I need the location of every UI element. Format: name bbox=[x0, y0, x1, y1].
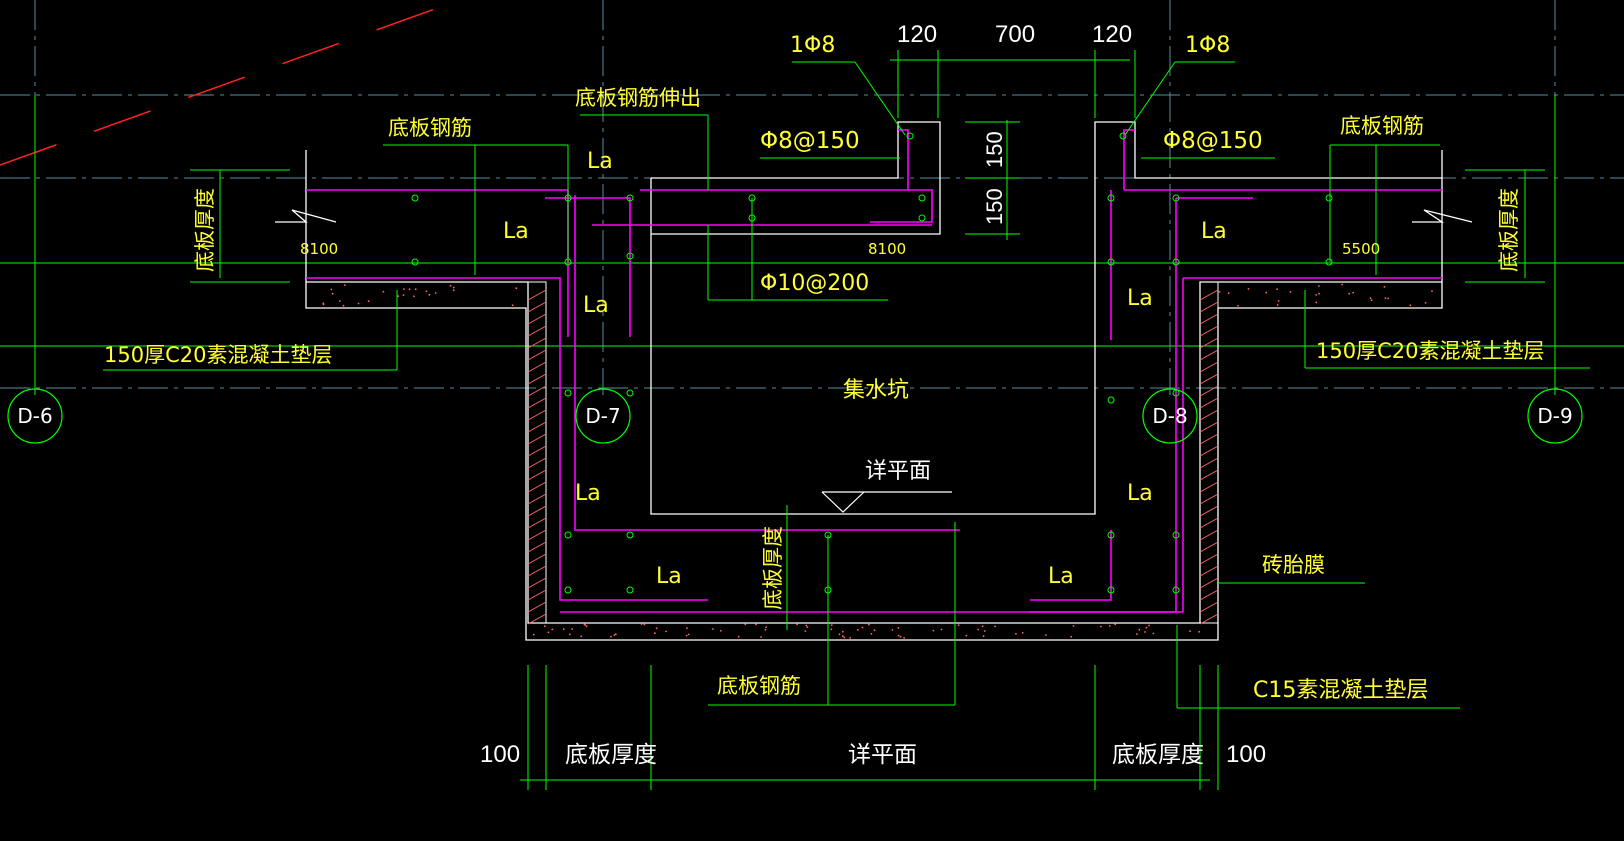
dim-100-right: 100 bbox=[1226, 741, 1266, 768]
dim-150-top: 150 bbox=[982, 131, 1007, 168]
dim-top-right: 120 bbox=[1092, 21, 1132, 48]
elev-left: 8100 bbox=[300, 240, 338, 258]
bottom-detail-label: 详平面 bbox=[848, 741, 917, 767]
la-label-4: La bbox=[1201, 219, 1227, 244]
la-label-5: La bbox=[1127, 286, 1153, 311]
dim-top-left: 120 bbox=[897, 21, 937, 48]
rebar-10-label: Φ10@200 bbox=[760, 271, 869, 296]
annotations: 1Φ8 1Φ8 120 700 120 底板钢筋伸出 底板钢筋 底板钢筋 Φ8@… bbox=[104, 21, 1544, 768]
axis-bubble-d7: D-7 bbox=[575, 388, 631, 444]
dim-100-left: 100 bbox=[480, 741, 520, 768]
cushion-right-label: 150厚C20素混凝土垫层 bbox=[1316, 339, 1544, 363]
axis-label-d8: D-8 bbox=[1152, 404, 1187, 428]
rebar-lines bbox=[306, 129, 1442, 613]
slab-rebar-bottom-label: 底板钢筋 bbox=[717, 674, 801, 698]
slab-thickness-right: 底板厚度 bbox=[1497, 188, 1521, 272]
brick-mold-label: 砖胎膜 bbox=[1262, 553, 1325, 577]
la-label-7: La bbox=[1127, 481, 1153, 506]
c15-cushion-label: C15素混凝土垫层 bbox=[1253, 678, 1428, 703]
slab-thickness-bottom: 底板厚度 bbox=[761, 526, 785, 610]
axis-label-d7: D-7 bbox=[585, 404, 620, 428]
cushion-left-label: 150厚C20素混凝土垫层 bbox=[104, 343, 332, 367]
bottom-thick-right: 底板厚度 bbox=[1112, 741, 1204, 767]
axis-bubble-d6: D-6 bbox=[7, 388, 63, 444]
sump-label: 集水坑 bbox=[843, 378, 909, 403]
elev-mid: 8100 bbox=[868, 240, 906, 258]
dimension-lines bbox=[103, 50, 1590, 790]
detail-plan-label: 详平面 bbox=[865, 458, 931, 483]
axis-label-d9: D-9 bbox=[1537, 404, 1572, 428]
la-label-2: La bbox=[503, 219, 529, 244]
la-label-6: La bbox=[575, 481, 601, 506]
top-red-guide bbox=[0, 0, 461, 166]
hatch-lines bbox=[527, 289, 1219, 625]
dim-150-bottom: 150 bbox=[982, 188, 1007, 225]
slab-rebar-right-label: 底板钢筋 bbox=[1340, 114, 1424, 138]
bottom-thick-left: 底板厚度 bbox=[565, 741, 657, 767]
rebar-spec-left: Φ8@150 bbox=[760, 128, 860, 154]
axis-label-d6: D-6 bbox=[17, 404, 52, 428]
axis-bubble-d9: D-9 bbox=[1527, 388, 1583, 444]
bar-extend-label: 底板钢筋伸出 bbox=[575, 86, 701, 110]
slab-thickness-left: 底板厚度 bbox=[193, 188, 217, 272]
brick-hatch bbox=[527, 281, 1219, 624]
dim-top-mid: 700 bbox=[995, 21, 1035, 48]
slab-rebar-left-label: 底板钢筋 bbox=[388, 116, 472, 140]
axis-bubble-d8: D-8 bbox=[1142, 388, 1198, 444]
elevation-marker bbox=[821, 491, 952, 513]
green-reference-lines bbox=[0, 95, 1624, 395]
la-label-9: La bbox=[1048, 564, 1074, 589]
break-symbols bbox=[275, 209, 1473, 223]
stirrup-left-label: 1Φ8 bbox=[790, 33, 835, 58]
la-label-3: La bbox=[583, 293, 609, 318]
rebar-spec-right: Φ8@150 bbox=[1163, 128, 1263, 154]
la-label-8: La bbox=[656, 564, 682, 589]
elev-right: 5500 bbox=[1342, 240, 1380, 258]
stirrup-right-label: 1Φ8 bbox=[1185, 33, 1230, 58]
la-label-1: La bbox=[587, 149, 613, 174]
pit-outline bbox=[305, 121, 1443, 641]
cushion-dots bbox=[322, 283, 1433, 639]
